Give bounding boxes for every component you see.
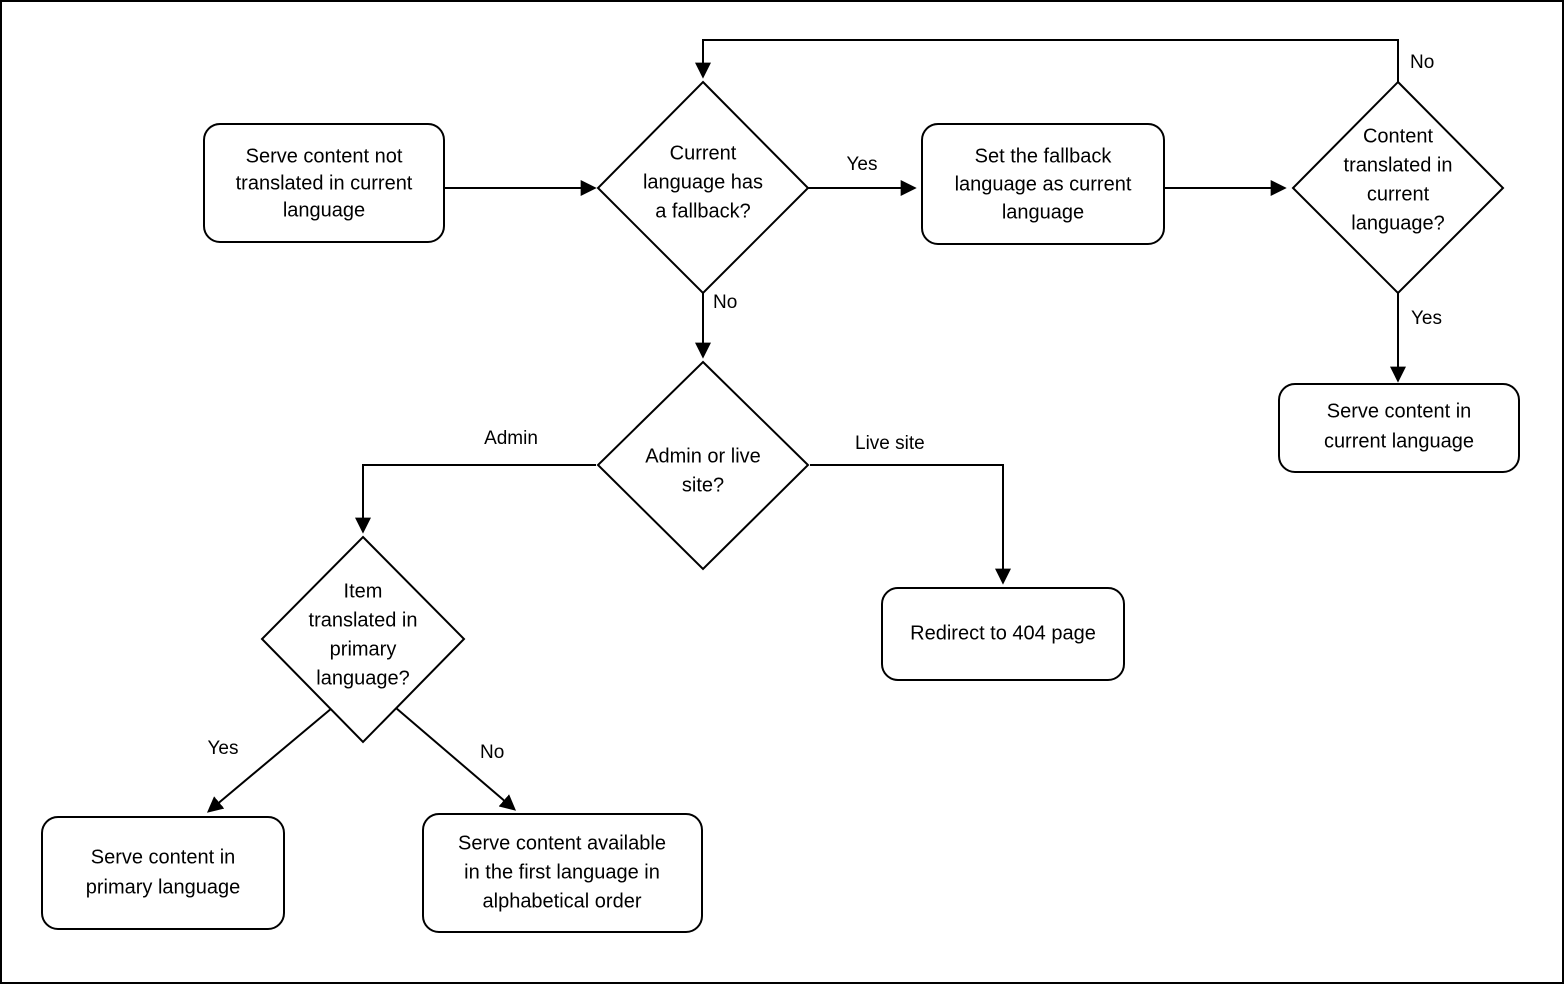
node-line: language has bbox=[643, 171, 763, 193]
node-line: Serve content not bbox=[246, 145, 403, 167]
node-line: language as current bbox=[955, 173, 1132, 195]
node-content-translated-in-current-language[interactable]: Content translated in current language? bbox=[1291, 80, 1505, 295]
node-line: current bbox=[1367, 183, 1430, 205]
edge-label-fallback-yes: Yes bbox=[847, 154, 878, 175]
node-line: Serve content in bbox=[91, 846, 236, 868]
node-line: translated in bbox=[1344, 154, 1453, 176]
edge-label-content-yes: Yes bbox=[1411, 308, 1442, 329]
edge-label-primary-no: No bbox=[480, 742, 504, 763]
node-shape bbox=[203, 123, 445, 243]
node-line: Current bbox=[670, 142, 737, 164]
node-line: language? bbox=[1351, 212, 1444, 234]
node-line: primary bbox=[330, 638, 397, 660]
node-set-fallback-language[interactable]: Set the fallback language as current lan… bbox=[921, 123, 1165, 245]
edge-admin bbox=[355, 464, 596, 534]
node-line: in the first language in bbox=[464, 861, 660, 883]
node-line: Redirect to 404 page bbox=[910, 622, 1096, 644]
node-shape bbox=[41, 816, 285, 930]
node-shape bbox=[422, 813, 703, 933]
node-line: Admin or live bbox=[645, 445, 761, 467]
node-line: Item bbox=[344, 580, 383, 602]
edge-label-content-no: No bbox=[1410, 52, 1434, 73]
node-item-translated-primary-language[interactable]: Item translated in primary language? bbox=[260, 535, 466, 744]
node-serve-content-not-translated[interactable]: Serve content not translated in current … bbox=[203, 123, 445, 243]
node-current-language-has-fallback[interactable]: Current language has a fallback? bbox=[596, 80, 810, 295]
node-serve-content-current-language[interactable]: Serve content in current language bbox=[1278, 383, 1520, 473]
node-shape bbox=[1291, 80, 1505, 295]
edge-primary-no bbox=[395, 707, 517, 811]
edge-label-live-site: Live site bbox=[855, 433, 925, 454]
edge-content-no-loopback bbox=[695, 39, 1399, 84]
node-line: language? bbox=[316, 667, 409, 689]
node-line: Serve content available bbox=[458, 832, 666, 854]
node-shape bbox=[881, 587, 1125, 681]
node-line: language bbox=[283, 199, 365, 221]
edge-live-site bbox=[810, 464, 1011, 585]
node-line: a fallback? bbox=[655, 200, 751, 222]
node-line: alphabetical order bbox=[483, 890, 642, 912]
node-serve-content-primary-language[interactable]: Serve content in primary language bbox=[41, 816, 285, 930]
node-shape bbox=[1278, 383, 1520, 473]
edge-label-primary-yes: Yes bbox=[208, 738, 239, 759]
edge-label-fallback-no: No bbox=[713, 292, 737, 313]
node-line: Content bbox=[1363, 125, 1433, 147]
node-admin-or-live-site[interactable]: Admin or live site? bbox=[596, 360, 810, 571]
node-redirect-404[interactable]: Redirect to 404 page bbox=[881, 587, 1125, 681]
node-line: language bbox=[1002, 201, 1084, 223]
node-line: Serve content in bbox=[1327, 400, 1472, 422]
node-line: translated in bbox=[309, 609, 418, 631]
node-line: current language bbox=[1324, 430, 1474, 452]
node-serve-content-alphabetical[interactable]: Serve content available in the first lan… bbox=[422, 813, 703, 933]
node-shape bbox=[596, 360, 810, 571]
edge-label-admin: Admin bbox=[484, 428, 538, 449]
node-line: primary language bbox=[86, 876, 241, 898]
node-shape bbox=[921, 123, 1165, 245]
node-shape bbox=[260, 535, 466, 744]
edge-primary-yes bbox=[206, 707, 333, 813]
node-line: Set the fallback bbox=[975, 145, 1113, 167]
node-line: translated in current bbox=[236, 172, 413, 194]
node-shape bbox=[596, 80, 810, 295]
node-line: site? bbox=[682, 474, 724, 496]
